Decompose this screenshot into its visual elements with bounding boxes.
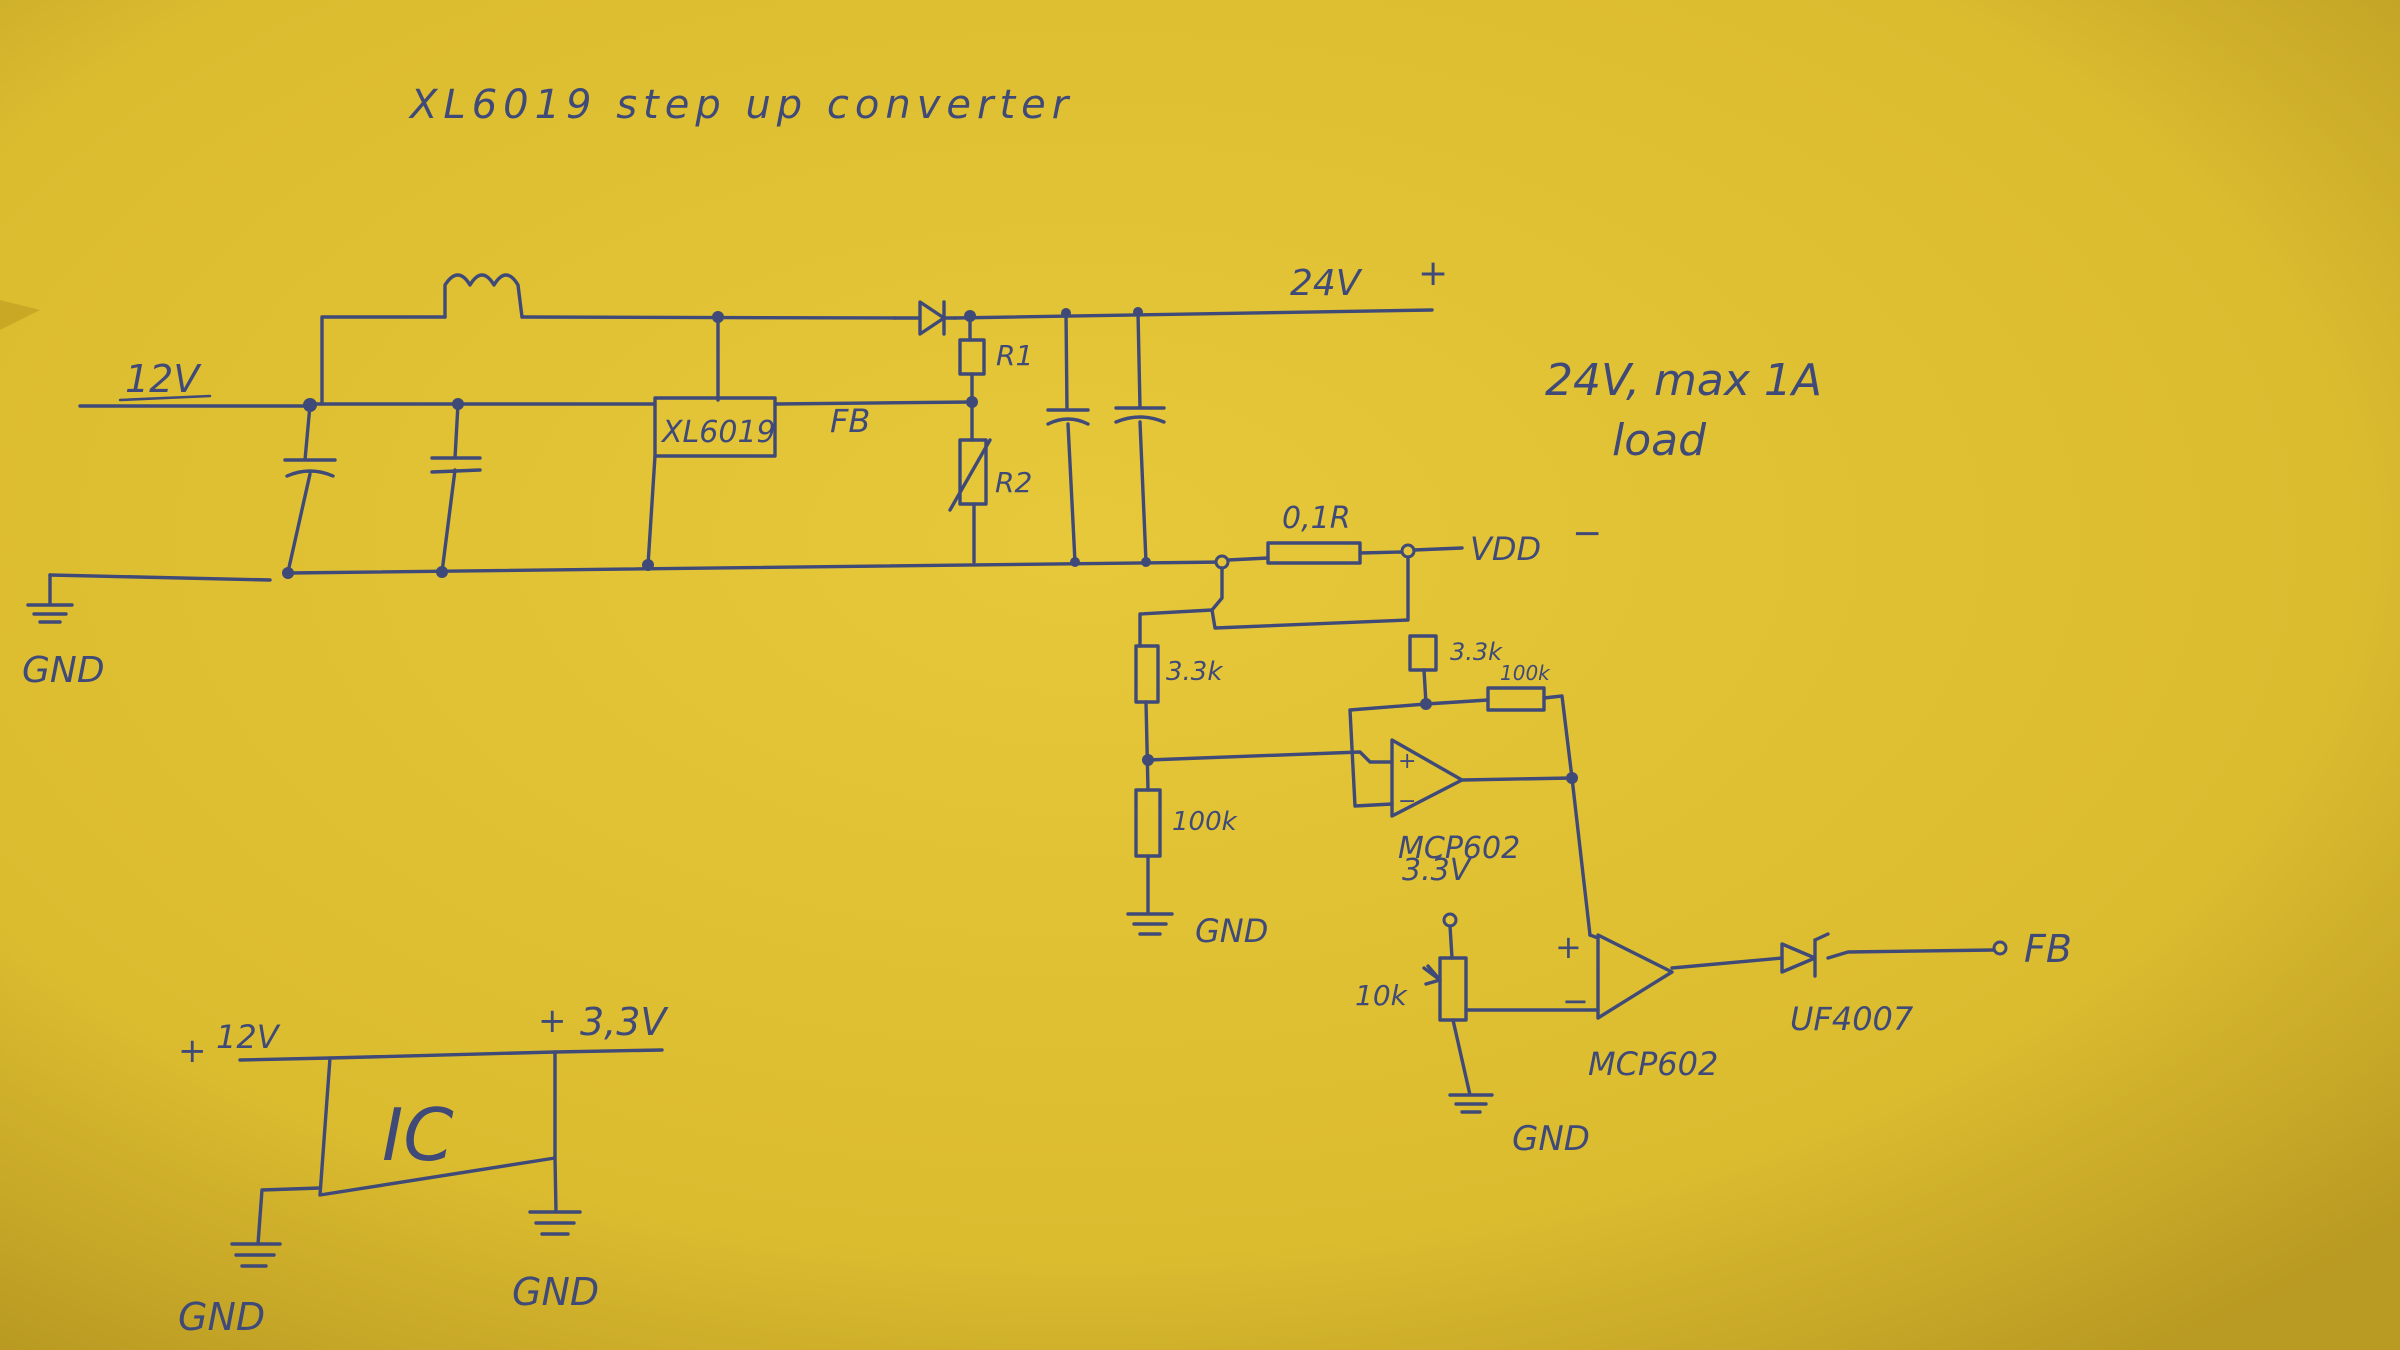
shunt-wire-left <box>1226 556 1270 562</box>
top-rail-right <box>953 308 1434 320</box>
node-gnd-c1 <box>282 567 294 579</box>
opamp1-plus: + <box>1398 749 1416 774</box>
regulator-block: + 12V IC + 3,3V GND GND <box>178 1000 669 1339</box>
title: XL6019 step up converter <box>408 82 1074 128</box>
node-gnd-c4 <box>1141 557 1151 567</box>
gnd-label-divider: GND <box>1195 912 1268 950</box>
reg-gnd-left <box>230 1186 322 1268</box>
opamp2-triangle <box>1596 933 1674 1020</box>
cap-c1 <box>283 403 337 574</box>
shunt-label: 0,1R <box>1282 501 1351 536</box>
reg-in-wire <box>238 1056 332 1062</box>
output-plus: + <box>1418 253 1448 294</box>
pot-label: 10k <box>1355 979 1409 1012</box>
reg-out-wire <box>553 1048 664 1054</box>
fb-out-wire <box>1826 948 1996 960</box>
load-note-2: load <box>1612 415 1707 466</box>
gnd-symbol-pot <box>1448 1018 1494 1114</box>
r2-label: R2 <box>995 466 1032 499</box>
top-rail-left <box>320 315 447 406</box>
r1-label: R1 <box>996 339 1033 372</box>
divider-wire <box>1144 700 1150 792</box>
r2-arrow <box>948 438 992 512</box>
gnd-label-pot: GND <box>1512 1119 1590 1159</box>
noninv-input-wire <box>1146 750 1394 764</box>
opamp2-label: MCP602 <box>1588 1045 1718 1083</box>
node-gnd-c2 <box>436 566 448 578</box>
xl6019-label: XL6019 <box>660 415 776 450</box>
node-gnd-xl <box>642 559 654 571</box>
gnd-symbol-divider <box>1126 854 1174 936</box>
xl6019-chip <box>653 396 777 458</box>
opamp1-output <box>1460 776 1574 782</box>
input-label: 12V <box>125 357 202 401</box>
fb-out-label: FB <box>2024 927 2072 971</box>
r-feedback-label: 100k <box>1500 661 1551 685</box>
output-label: 24V <box>1290 263 1363 304</box>
opamp1-to-opamp2 <box>1570 776 1592 937</box>
fb-label: FB <box>830 402 870 440</box>
xl-gnd-wire <box>646 454 657 567</box>
shunt-wire-right <box>1358 550 1404 555</box>
reg-gnd-left-label: GND <box>178 1295 265 1339</box>
node-gnd-c3 <box>1070 557 1080 567</box>
node-shunt-right <box>1400 543 1416 559</box>
inductor <box>443 273 524 319</box>
r-left-top-label: 3.3k <box>1166 657 1223 687</box>
reg-out-label: 3,3V <box>580 1000 669 1044</box>
uf4007-diode <box>1780 932 1830 978</box>
r-right-top-label: 3.3k <box>1450 638 1503 666</box>
pot-wire-top <box>1448 924 1454 960</box>
opamp2-minus: − <box>1562 982 1589 1020</box>
vdd-label: VDD <box>1470 530 1541 568</box>
node-shunt-left <box>1214 554 1230 570</box>
gnd-label-left: GND <box>22 650 105 691</box>
r-left-bottom-label: 100k <box>1172 807 1238 837</box>
cap-c4 <box>1114 310 1166 564</box>
current-sense: 0,1R VDD − 3.3k 100k GND 3.3k 100k + − <box>1126 501 1602 950</box>
paper-fold <box>0 300 40 330</box>
inv-input-wire <box>1348 702 1428 808</box>
reg-ic-label: IC <box>382 1093 454 1177</box>
fb-res-wire-left <box>1424 698 1490 706</box>
fb-res-wire-right <box>1542 694 1574 780</box>
comparator-stage: + − MCP602 3.3V 10k GND FB UF4007 <box>1355 853 2072 1159</box>
cap-c2 <box>430 402 482 574</box>
node-fb-out <box>1992 940 2008 956</box>
opamp2-plus: + <box>1555 928 1582 966</box>
cap-c3 <box>1046 311 1090 564</box>
opamp1-minus: − <box>1398 789 1416 814</box>
top-rail-mid <box>520 315 897 320</box>
reg-in-label: 12V <box>216 1018 281 1056</box>
pot-wiper-arrow <box>1422 964 1442 986</box>
node-ref <box>1442 912 1458 928</box>
reg-gnd-right <box>528 1156 582 1236</box>
gnd-line-left <box>48 573 272 582</box>
rail-fb <box>773 400 974 406</box>
uf4007-label: UF4007 <box>1790 1000 1914 1038</box>
ref-label: 3.3V <box>1402 853 1473 888</box>
opamp1-triangle <box>1390 738 1464 818</box>
boost-converter: 12V 24V + XL6019 FB <box>22 253 1822 691</box>
boost-diode <box>893 300 957 336</box>
opamp2-output <box>1670 956 1784 970</box>
reg-in-plus: + <box>178 1031 207 1071</box>
input-underline <box>118 394 212 402</box>
vdd-wire <box>1412 546 1464 552</box>
gnd-symbol-left <box>26 573 74 624</box>
vdd-minus: − <box>1572 513 1602 554</box>
reg-out-plus: + <box>538 1001 567 1041</box>
sense-tap-right <box>1210 555 1410 630</box>
reg-gnd-right-label: GND <box>512 1270 599 1314</box>
opamp1-label: MCP602 <box>1398 831 1520 866</box>
load-note-1: 24V, max 1A <box>1545 355 1822 406</box>
